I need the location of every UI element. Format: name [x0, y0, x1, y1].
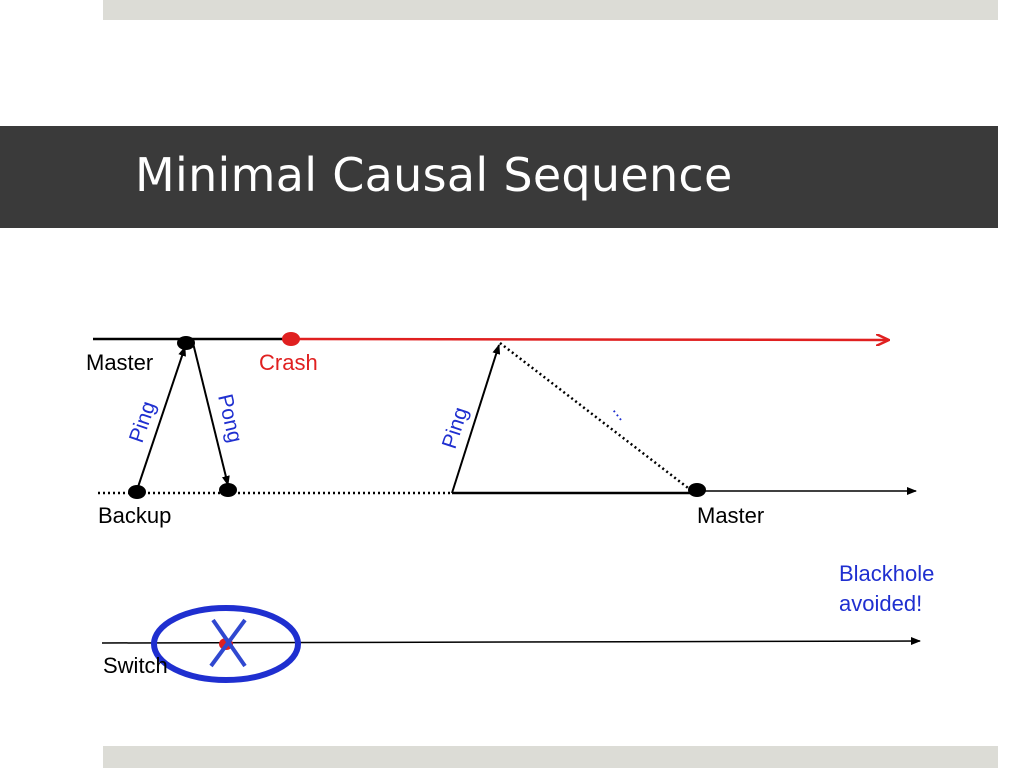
- backup-label: Backup: [98, 503, 171, 528]
- ping-arrow-1: [136, 346, 186, 491]
- top-decor-band: [103, 0, 998, 20]
- backup-send-ping-dot: [128, 485, 146, 499]
- promotion-dot: [688, 483, 706, 497]
- master-label-top: Master: [86, 350, 153, 375]
- timeout-dotted-line: [499, 342, 693, 492]
- switch-timeline: [101, 637, 921, 646]
- slide-title: Minimal Causal Sequence: [135, 148, 733, 202]
- pong-label: Pong: [213, 392, 246, 445]
- blackhole-label-line2: avoided!: [839, 591, 922, 616]
- crashed-master-timeline: [290, 339, 888, 340]
- title-bar: [0, 126, 998, 228]
- blackhole-ellipse: [151, 605, 301, 683]
- ping-arrow-2: [451, 344, 501, 494]
- blackhole-label-line1: Blackhole: [839, 561, 934, 586]
- pong-arrow: [192, 342, 230, 486]
- backup-receive-pong-dot: [219, 483, 237, 497]
- ellipsis-label: ...: [609, 400, 634, 424]
- master-label-bottom: Master: [697, 503, 764, 528]
- crash-label: Crash: [259, 350, 318, 375]
- blackhole-cross-icon: [209, 618, 247, 668]
- master-event-dot: [177, 336, 195, 350]
- crash-point: [282, 332, 300, 346]
- bottom-decor-band: [103, 746, 998, 768]
- switch-label: Switch: [103, 653, 168, 678]
